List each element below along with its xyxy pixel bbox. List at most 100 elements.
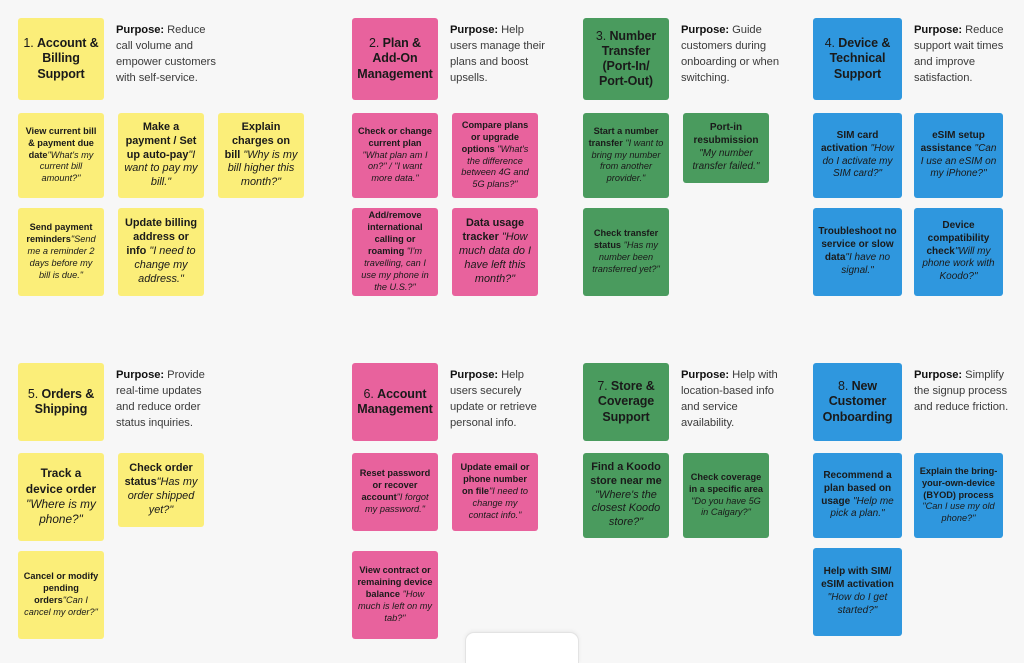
capability-quote: "Can I use my old phone?": [922, 501, 995, 524]
capability-title: Start a number transfer: [588, 125, 659, 148]
section-purpose: Purpose: Reduce call volume and empower …: [116, 23, 220, 87]
section-header-card[interactable]: 5. Orders & Shipping: [18, 363, 104, 441]
capability-quote: "What's my current bill amount?": [39, 149, 94, 184]
capability-quote: "Can I use an eSIM on my iPhone?": [920, 142, 997, 180]
capability-quote: "Where's the closest Koodo store?": [591, 488, 661, 529]
section-number: 3.: [595, 28, 607, 43]
capability-title: Update billing address or info: [125, 217, 197, 258]
capability-title: Explain the bring-your-own-device (BYOD)…: [919, 465, 998, 500]
section-title: Account & Billing Support: [37, 36, 99, 81]
section-header-card[interactable]: 2. Plan & Add-On Management: [352, 18, 438, 100]
capability-card[interactable]: Update email or phone number on file"I n…: [452, 453, 538, 531]
capability-title: Device compatibility check: [926, 220, 990, 257]
capability-title: Check or change current plan: [357, 125, 433, 148]
capability-card[interactable]: Help with SIM/ eSIM activation "How do I…: [813, 548, 902, 636]
section-header-card[interactable]: 1. Account & Billing Support: [18, 18, 104, 100]
purpose-label: Purpose:: [116, 369, 165, 381]
capability-quote: "I need to change my contact info.": [468, 486, 529, 520]
capability-card[interactable]: Explain charges on bill "Why is my bill …: [218, 113, 304, 198]
section-header-card[interactable]: 4. Device & Technical Support: [813, 18, 902, 100]
purpose-label: Purpose:: [914, 369, 963, 381]
capability-card[interactable]: Update billing address or info "I need t…: [118, 208, 204, 296]
capability-card[interactable]: Data usage tracker "How much data do I h…: [452, 208, 538, 296]
purpose-text: Help users manage their plans and boost …: [450, 24, 545, 84]
capability-card[interactable]: SIM card activation "How do I activate m…: [813, 113, 902, 198]
purpose-label: Purpose:: [450, 369, 499, 381]
capability-card[interactable]: Compare plans or upgrade options "What's…: [452, 113, 538, 198]
capability-title: Port-in resubmission: [693, 122, 759, 147]
capability-title: Data usage tracker: [462, 217, 525, 244]
purpose-text: Simplify the signup process and reduce f…: [914, 369, 1009, 413]
capability-quote: "How much is left on my tab?": [357, 589, 433, 623]
purpose-label: Purpose:: [681, 369, 730, 381]
purpose-label: Purpose:: [116, 24, 165, 36]
purpose-text: Help users securely update or retrieve p…: [450, 369, 537, 429]
capability-card[interactable]: Track a device order "Where is my phone?…: [18, 453, 104, 541]
capability-quote: "I want to pay my bill.": [124, 148, 198, 189]
capability-title: Send payment reminders: [26, 222, 93, 245]
section-purpose: Purpose: Provide real-time updates and r…: [116, 368, 220, 432]
capability-card[interactable]: Check or change current plan "What plan …: [352, 113, 438, 198]
section-header-card[interactable]: 6. Account Management: [352, 363, 438, 441]
section-purpose: Purpose: Reduce support wait times and i…: [914, 23, 1018, 87]
capability-card[interactable]: Troubleshoot no service or slow data"I h…: [813, 208, 902, 296]
purpose-label: Purpose:: [450, 24, 499, 36]
capability-card[interactable]: eSIM setup assistance "Can I use an eSIM…: [914, 113, 1003, 198]
capability-title: Track a device order: [25, 466, 97, 496]
capability-title: Explain charges on bill: [224, 120, 291, 161]
bottom-floating-toolbar[interactable]: [465, 632, 579, 663]
capability-title: Help with SIM/ eSIM activation: [821, 566, 894, 591]
capability-card[interactable]: Device compatibility check"Will my phone…: [914, 208, 1003, 296]
capability-card[interactable]: Port-in resubmission "My number transfer…: [683, 113, 769, 183]
section-title: Number Transfer (Port-In/ Port-Out): [599, 28, 657, 89]
capability-card[interactable]: View contract or remaining device balanc…: [352, 551, 438, 639]
capability-card[interactable]: Cancel or modify pending orders"Can I ca…: [18, 551, 104, 639]
capability-title: Troubleshoot no service or slow data: [818, 226, 897, 263]
section-title: Account Management: [357, 386, 433, 416]
capability-card[interactable]: Reset password or recover account"I forg…: [352, 453, 438, 531]
capability-card[interactable]: Start a number transfer "I want to bring…: [583, 113, 669, 198]
section-header-card[interactable]: 8. New Customer Onboarding: [813, 363, 902, 441]
section-header-card[interactable]: 3. Number Transfer (Port-In/ Port-Out): [583, 18, 669, 100]
capability-title: Recommend a plan based on usage: [821, 469, 892, 507]
capability-quote: "I'm travelling, can I use my phone in t…: [361, 246, 429, 292]
capability-card[interactable]: Check order status"Has my order shipped …: [118, 453, 204, 527]
purpose-label: Purpose:: [914, 24, 963, 36]
capability-title: Check transfer status: [593, 228, 659, 251]
capability-card[interactable]: Send payment reminders"Send me a reminde…: [18, 208, 104, 296]
capability-quote: "What's the difference between 4G and 5G…: [461, 143, 529, 190]
capability-quote: "Why is my bill higher this month?": [227, 148, 298, 189]
capability-quote: "Where is my phone?": [26, 497, 96, 527]
capability-quote: "Do you have 5G in Calgary?": [691, 495, 761, 518]
section-purpose: Purpose: Guide customers during onboardi…: [681, 23, 785, 87]
capability-title: Reset password or recover account: [359, 468, 431, 502]
section-number: 8.: [837, 379, 849, 394]
capability-card[interactable]: Recommend a plan based on usage "Help me…: [813, 453, 902, 538]
section-title: Device & Technical Support: [829, 36, 891, 81]
section-title: Orders & Shipping: [34, 386, 95, 416]
capability-title: Make a payment / Set up auto-pay: [125, 120, 197, 161]
capability-quote: "What plan am I on?" / "I want more data…: [362, 149, 428, 184]
capability-card[interactable]: Check transfer status "Has my number bee…: [583, 208, 669, 296]
capability-card[interactable]: Explain the bring-your-own-device (BYOD)…: [914, 453, 1003, 538]
capability-card[interactable]: Find a Koodo store near me "Where's the …: [583, 453, 669, 538]
capability-quote: "Has my number been transferred yet?": [592, 240, 660, 274]
section-purpose: Purpose: Help users manage their plans a…: [450, 23, 554, 87]
capability-title: Cancel or modify pending orders: [23, 571, 99, 605]
whiteboard-canvas: 1. Account & Billing Support Purpose: Re…: [18, 18, 1018, 663]
capability-quote: "How do I get started?": [827, 592, 888, 616]
capability-card[interactable]: View current bill & payment due date"Wha…: [18, 113, 104, 198]
purpose-text: Reduce call volume and empower customers…: [116, 24, 216, 84]
section-number: 1.: [23, 36, 34, 51]
capability-title: eSIM setup assistance: [920, 129, 985, 154]
section-number: 7.: [597, 379, 608, 394]
section-number: 5.: [27, 386, 39, 401]
capability-card[interactable]: Check coverage in a specific area "Do yo…: [683, 453, 769, 538]
purpose-text: Help with location-based info and servic…: [681, 369, 778, 429]
section-number: 6.: [363, 386, 374, 401]
capability-quote: "I want to bring my number from another …: [591, 137, 664, 184]
capability-quote: "Has my order shipped yet?": [127, 476, 198, 516]
capability-card[interactable]: Add/remove international calling or roam…: [352, 208, 438, 296]
capability-card[interactable]: Make a payment / Set up auto-pay"I want …: [118, 113, 204, 198]
section-header-card[interactable]: 7. Store & Coverage Support: [583, 363, 669, 441]
